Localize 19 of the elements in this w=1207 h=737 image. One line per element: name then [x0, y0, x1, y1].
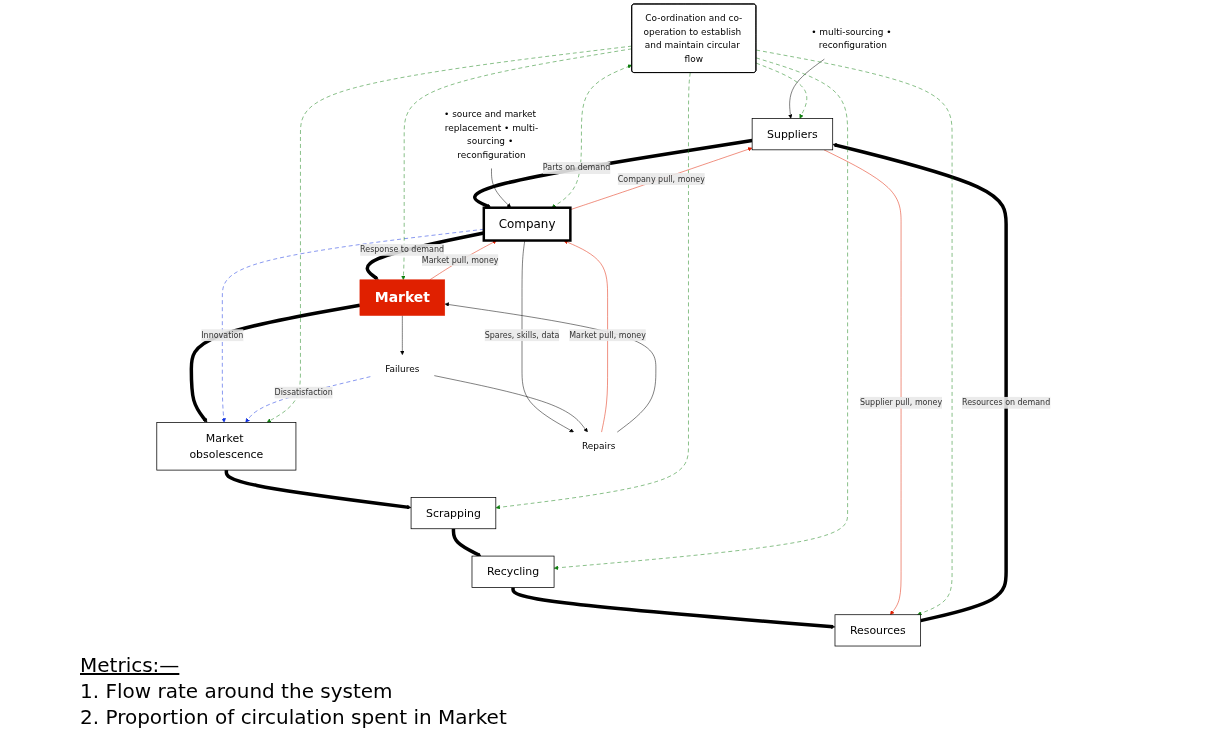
node-box: Suppliers: [751, 118, 834, 151]
node-text: • source and market replacement • multi-sourcing • reconfiguration: [444, 108, 539, 160]
node-text: • multi-sourcing • reconfiguration: [811, 26, 892, 51]
node-box: Resources: [834, 614, 921, 647]
node-box: Recycling: [471, 555, 555, 588]
metrics-note: 2. Proportion of circulation spent in Market: [80, 704, 507, 730]
node-text: Repairs: [582, 441, 616, 452]
metrics-note: 1. Flow rate around the system: [80, 678, 394, 704]
node-text: Failures: [385, 363, 420, 375]
node-box: Company: [482, 206, 572, 242]
arrow: [451, 528, 482, 557]
arrow: [189, 303, 361, 423]
node-box: Market obsolescence: [156, 422, 297, 471]
node-box: Market: [359, 279, 446, 316]
arrow: [224, 470, 412, 510]
arrow: [832, 143, 1008, 623]
node-box: Scrapping: [410, 497, 497, 530]
arrow: [511, 587, 836, 629]
metrics-note: Metrics:—: [80, 652, 181, 678]
